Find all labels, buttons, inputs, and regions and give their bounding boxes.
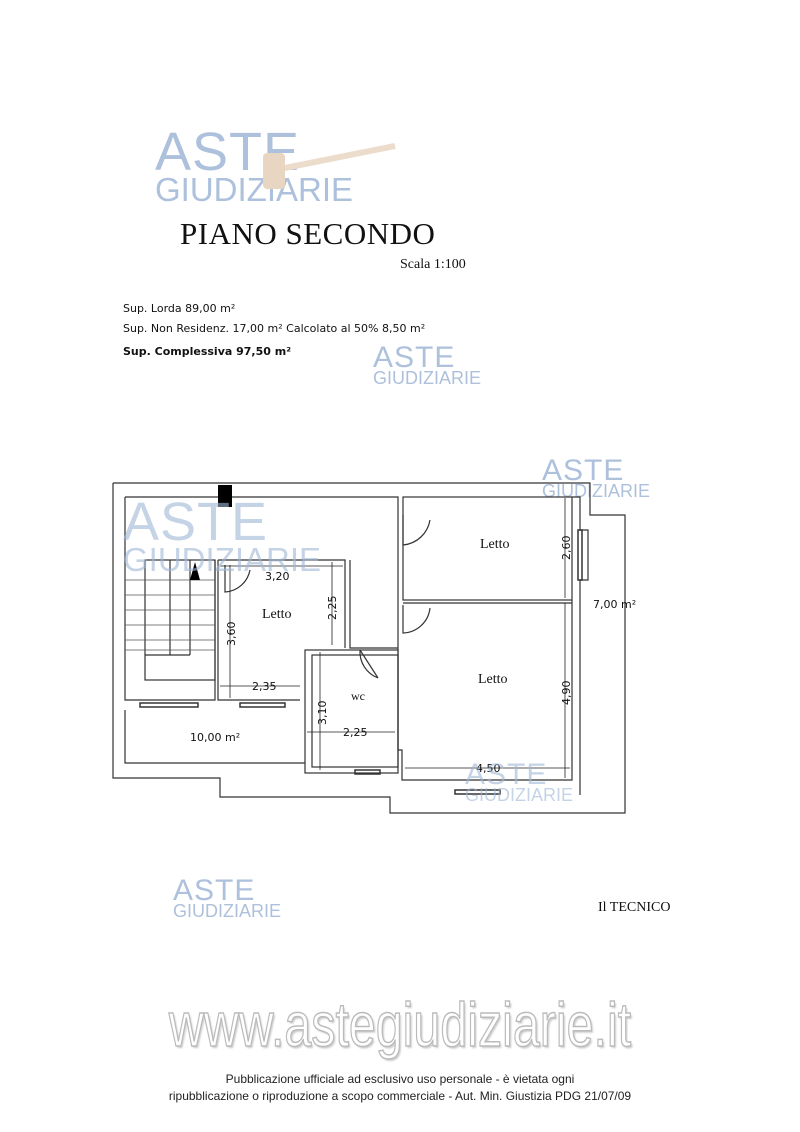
svg-text:2,25: 2,25 — [326, 596, 339, 621]
svg-text:2,60: 2,60 — [560, 536, 573, 561]
watermark-logo: ASTE GIUDIZIARIE — [123, 492, 322, 578]
watermark-logo: ASTE GIUDIZIARIE — [173, 874, 282, 921]
svg-text:3,10: 3,10 — [316, 701, 329, 726]
watermark-logo: ASTE GIUDIZIARIE — [373, 341, 482, 388]
scale-label: Scala 1:100 — [400, 257, 466, 272]
svg-text:3,60: 3,60 — [225, 622, 238, 647]
svg-text:Letto: Letto — [480, 537, 510, 552]
footer-line-1: Pubblicazione ufficiale ad esclusivo uso… — [225, 1072, 575, 1086]
gavel-icon — [263, 143, 396, 189]
footer-line-2: ripubblicazione o riproduzione a scopo c… — [168, 1089, 632, 1103]
sup-complessiva: Sup. Complessiva 97,50 m² — [123, 345, 292, 358]
svg-text:Letto: Letto — [478, 672, 508, 687]
signature-label: Il TECNICO — [598, 900, 671, 915]
chimney-icon — [218, 485, 232, 507]
svg-text:3,20: 3,20 — [265, 570, 290, 583]
sup-non-residenziale: Sup. Non Residenz. 17,00 m² Calcolato al… — [123, 322, 426, 335]
svg-text:4,50: 4,50 — [476, 762, 501, 775]
svg-text:Letto: Letto — [262, 607, 292, 622]
svg-text:2,35: 2,35 — [252, 680, 277, 693]
sup-lorda: Sup. Lorda 89,00 m² — [123, 302, 236, 315]
svg-text:2,25: 2,25 — [343, 726, 368, 739]
svg-text:4,90: 4,90 — [560, 681, 573, 706]
svg-text:wc: wc — [351, 689, 365, 703]
watermark-logo: ASTE GIUDIZIARIE — [155, 122, 354, 208]
svg-text:7,00 m²: 7,00 m² — [593, 598, 636, 611]
svg-text:10,00 m²: 10,00 m² — [190, 731, 240, 744]
website-watermark: www.astegiudiziarie.it — [168, 990, 632, 1061]
up-arrow-icon — [190, 562, 200, 580]
watermark-logo: ASTE GIUDIZIARIE — [465, 758, 574, 805]
page-title: PIANO SECONDO — [180, 216, 436, 251]
watermark-logo: ASTE GIUDIZIARIE — [542, 454, 651, 501]
